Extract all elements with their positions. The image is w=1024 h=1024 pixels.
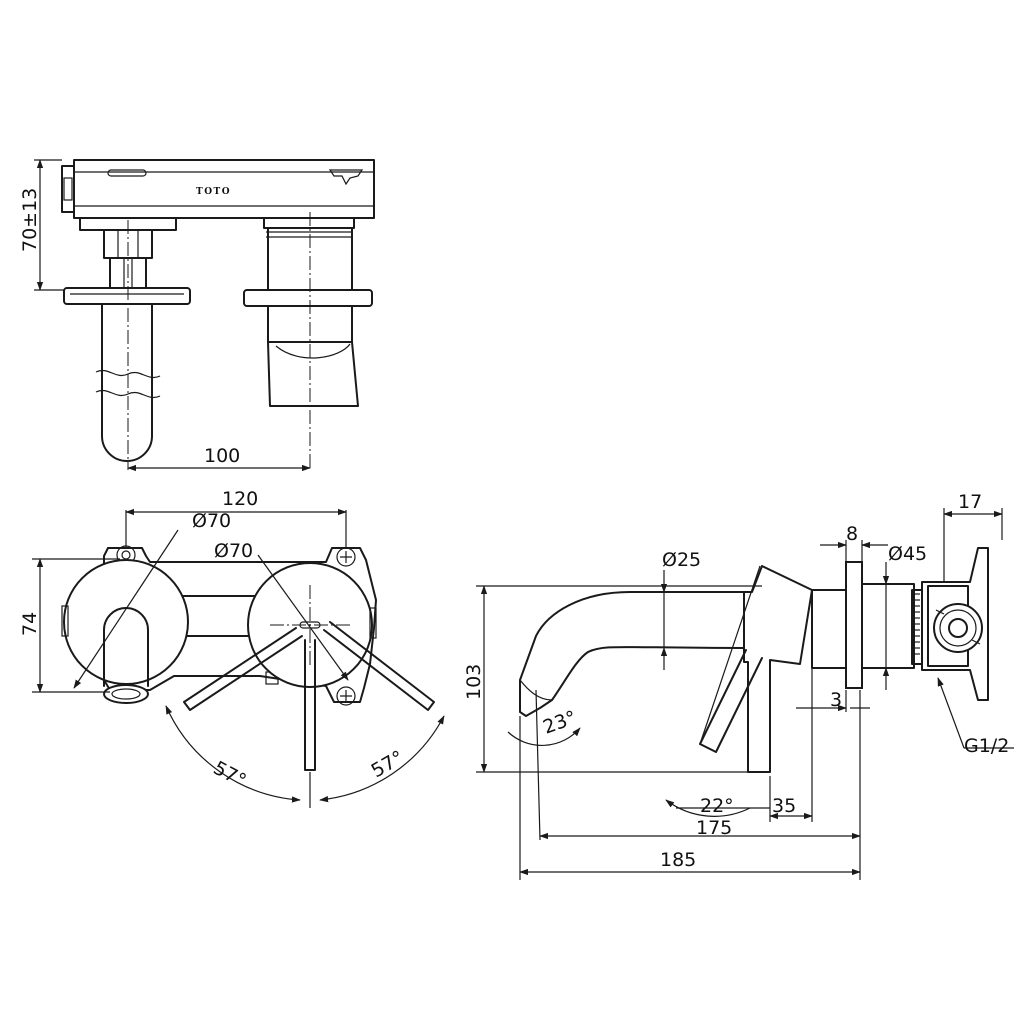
- right-wall-plate: [243, 289, 373, 307]
- dim-handle-angle-left: 57°: [210, 757, 250, 792]
- dim-mounting-width: 120: [222, 488, 258, 510]
- dim-lever-angle: 22°: [700, 795, 734, 817]
- lever-body: [743, 565, 813, 773]
- dim-left-escutcheon-dia: Ø70: [192, 510, 231, 532]
- dim-body-dia: Ø45: [888, 543, 927, 565]
- wall-flange: [845, 561, 863, 689]
- left-wall-plate: [63, 287, 191, 305]
- dim-valve-depth: 17: [958, 491, 982, 513]
- in-wall-valve: [921, 547, 989, 701]
- top-view: TOTO 70±13 100: [19, 159, 375, 472]
- dim-height-top-view: 70±13: [19, 188, 41, 252]
- handle-side: [267, 341, 359, 407]
- dim-lever-depth: 35: [772, 795, 796, 817]
- spout-tube: [101, 303, 153, 462]
- label-thread: G1/2: [964, 735, 1009, 757]
- dim-handle-angle-right: 57°: [368, 746, 408, 782]
- dim-front-height: 74: [19, 612, 41, 636]
- dim-right-escutcheon-dia: Ø70: [214, 540, 253, 562]
- housing-outline: [73, 159, 375, 219]
- mounting-bracket: [103, 547, 377, 703]
- dim-overall-length: 185: [660, 849, 696, 871]
- dim-flange-thickness: 8: [846, 523, 858, 545]
- dim-spout-dia: Ø25: [662, 549, 701, 571]
- front-view: Ø70 Ø70 120 74 57° 57°: [19, 488, 445, 808]
- spout-profile: [519, 591, 745, 717]
- brand-logo: TOTO: [196, 187, 231, 197]
- dim-centre-distance: 100: [204, 445, 240, 467]
- dim-spout-reach: 175: [696, 817, 732, 839]
- dim-overall-height: 103: [463, 664, 485, 700]
- cover-plate: [811, 589, 849, 669]
- left-escutcheon: [63, 559, 189, 685]
- side-view: Ø25 8 Ø45 17 103 23° 22° 3: [463, 491, 1014, 880]
- dim-plate-gap: 3: [830, 689, 842, 711]
